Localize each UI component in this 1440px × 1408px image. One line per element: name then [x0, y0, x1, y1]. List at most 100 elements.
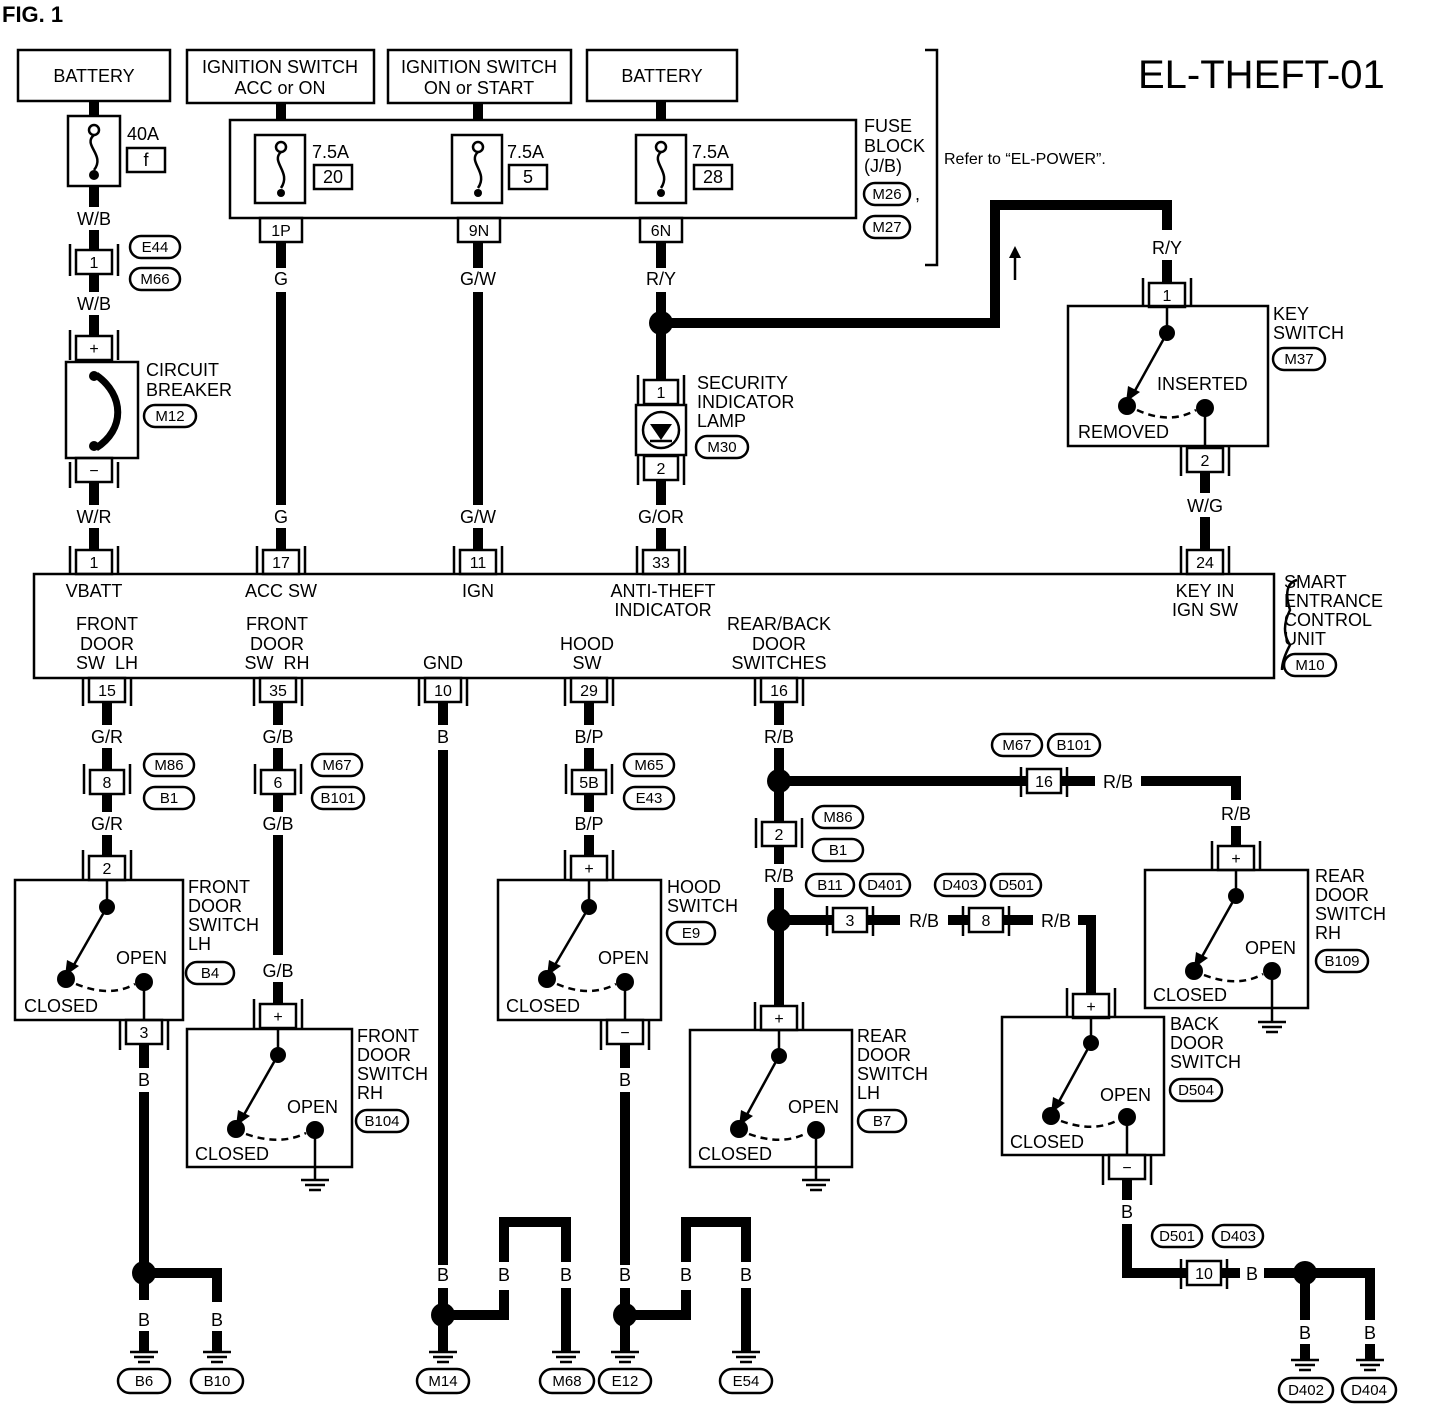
- fdrh-open: OPEN: [287, 1097, 338, 1117]
- rdrh-plus: +: [1231, 851, 1240, 868]
- wire-b-m68: B: [560, 1265, 572, 1285]
- wire-rb-5: R/B: [909, 911, 939, 931]
- connector-b1-a: B1: [160, 790, 178, 807]
- terminal-fdlh-1: FRONT: [76, 614, 138, 634]
- fuse-28-rating: 7.5A: [692, 142, 729, 162]
- junction-e44-pin: 1: [90, 255, 99, 272]
- ground-b10: B10: [189, 1350, 245, 1395]
- ground-label-d402: D402: [1288, 1382, 1324, 1399]
- cb-label-2: BREAKER: [146, 380, 232, 400]
- terminal-fdlh-3: SW LH: [76, 653, 138, 673]
- fuse-40a-rating: 40A: [127, 124, 159, 144]
- junction-2: 2 M86 B1: [754, 804, 865, 863]
- terminal-anti-theft-2: INDICATOR: [614, 600, 711, 620]
- rdlh-label-4: LH: [857, 1083, 880, 1103]
- terminal-rear-back-2: DOOR: [752, 634, 806, 654]
- unit-pin-10: 10: [434, 683, 452, 700]
- connector-b101-a: B101: [320, 790, 355, 807]
- wire-wb-2: W/B: [77, 294, 111, 314]
- junction-8-pin: 8: [103, 775, 112, 792]
- fdlh-label-4: LH: [188, 934, 211, 954]
- fdrh-plus: +: [273, 1009, 282, 1026]
- connector-m86-a: M86: [154, 757, 183, 774]
- junction-8b: 8 D403 D501: [933, 872, 1043, 936]
- wire-b-d10: B: [1246, 1264, 1258, 1284]
- wire-b-e54: B: [740, 1265, 752, 1285]
- cb-plus: +: [89, 341, 98, 358]
- fdrh-closed: CLOSED: [195, 1144, 269, 1164]
- terminal-fdlh-2: DOOR: [80, 634, 134, 654]
- connector-d501-a: D501: [998, 877, 1034, 894]
- smart-entrance-control-unit: 1 17 11 33 24 VBATT ACC SW IGN ANTI-THEF…: [32, 546, 1383, 706]
- fdlh-pin-3: 3: [140, 1025, 149, 1042]
- back-label-1: BACK: [1170, 1014, 1219, 1034]
- ground-label-d404: D404: [1351, 1382, 1387, 1399]
- fuse-20-rating: 7.5A: [312, 142, 349, 162]
- junction-5b: 5B M65 E43: [564, 752, 676, 811]
- wire-wr: W/R: [77, 507, 112, 527]
- wire-rb-2: R/B: [1103, 772, 1133, 792]
- refer-note: Refer to “EL-POWER”.: [944, 151, 1106, 168]
- cb-label-1: CIRCUIT: [146, 360, 219, 380]
- fdlh-label-3: SWITCH: [188, 915, 259, 935]
- back-open: OPEN: [1100, 1085, 1151, 1105]
- wire-b-d404: B: [1364, 1323, 1376, 1343]
- junction-10-pin: 10: [1195, 1266, 1213, 1283]
- terminal-hood-1: HOOD: [560, 634, 614, 654]
- wire-b-b6: B: [138, 1310, 150, 1330]
- connector-d401: D401: [867, 877, 903, 894]
- rdrh-label-3: SWITCH: [1315, 904, 1386, 924]
- connector-m27: M27: [872, 219, 901, 236]
- key-switch-pin-2: 2: [1201, 453, 1210, 470]
- junction-10: 10 D501 D403: [1150, 1223, 1265, 1289]
- battery-right-box: BATTERY: [585, 48, 739, 103]
- rdrh-label-2: DOOR: [1315, 885, 1369, 905]
- wire-b-back: B: [1121, 1202, 1133, 1222]
- fuse-block-label-2: BLOCK: [864, 136, 925, 156]
- fuse-block-label-1: FUSE: [864, 116, 912, 136]
- circuit-breaker: + − CIRCUIT BREAKER M12: [64, 330, 232, 488]
- ground-label-e12: E12: [612, 1373, 639, 1390]
- wire-rb-3: R/B: [1221, 804, 1251, 824]
- connector-e9: E9: [682, 925, 700, 942]
- ground-label-b10: B10: [204, 1373, 231, 1390]
- hood-label-1: HOOD: [667, 877, 721, 897]
- ground-b6: B6: [116, 1350, 172, 1395]
- connector-b109: B109: [1324, 953, 1359, 970]
- rdrh-open: OPEN: [1245, 938, 1296, 958]
- connector-d504: D504: [1178, 1082, 1214, 1099]
- fuse-block-pin-6n: 6N: [651, 223, 671, 240]
- connector-d403-a: D403: [942, 877, 978, 894]
- fuse-5-rating: 7.5A: [507, 142, 544, 162]
- battery-left-box: BATTERY: [16, 48, 172, 103]
- connector-m12: M12: [155, 408, 184, 425]
- wire-wb-1: W/B: [77, 209, 111, 229]
- terminal-key-in-1: KEY IN: [1176, 581, 1235, 601]
- rdrh-label-1: REAR: [1315, 866, 1365, 886]
- terminal-fdrh-1: FRONT: [246, 614, 308, 634]
- unit-name-1: SMART: [1284, 572, 1347, 592]
- ground-m68: M68: [538, 1350, 596, 1395]
- rdlh-closed: CLOSED: [698, 1144, 772, 1164]
- unit-pin-16: 16: [770, 683, 788, 700]
- terminal-rear-back-3: SWITCHES: [731, 653, 826, 673]
- connector-m65: M65: [634, 757, 663, 774]
- wire-wg: W/G: [1187, 496, 1223, 516]
- connector-m67-b: M67: [1002, 737, 1031, 754]
- terminal-ign: IGN: [462, 581, 494, 601]
- unit-pin-17: 17: [272, 555, 290, 572]
- unit-name-4: UNIT: [1284, 629, 1326, 649]
- rdlh-label-1: REAR: [857, 1026, 907, 1046]
- wire-b-e12b: B: [680, 1265, 692, 1285]
- key-removed: REMOVED: [1078, 422, 1169, 442]
- terminal-fdrh-2: DOOR: [250, 634, 304, 654]
- unit-pin-29: 29: [580, 683, 598, 700]
- wire-bp-2: B/P: [574, 814, 603, 834]
- terminal-fdrh-3: SW RH: [245, 653, 310, 673]
- connector-m67-a: M67: [322, 757, 351, 774]
- junction-5b-pin: 5B: [579, 775, 599, 792]
- fuse-5-id: 5: [523, 167, 533, 187]
- rdlh-label-3: SWITCH: [857, 1064, 928, 1084]
- fdlh-label-1: FRONT: [188, 877, 250, 897]
- rdlh-label-2: DOOR: [857, 1045, 911, 1065]
